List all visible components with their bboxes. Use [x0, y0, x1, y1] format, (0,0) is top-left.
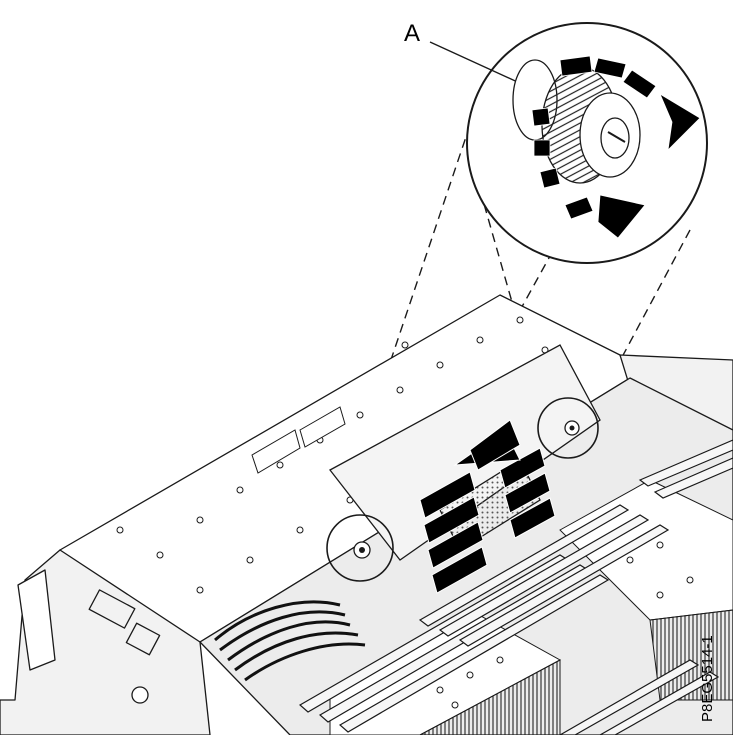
callout-label-a: A [404, 20, 421, 47]
magnified-detail [429, 22, 708, 264]
cable-bundle [214, 600, 366, 682]
dimm-rows [298, 439, 733, 735]
figure-id: P8EG5514-1 [699, 635, 716, 722]
thumbscrew-right[interactable] [537, 397, 599, 459]
thumbscrew-left[interactable] [326, 514, 394, 582]
slide-arrow-icon [419, 419, 556, 594]
clockwise-arrow-icon [531, 55, 701, 239]
cover-labels [251, 406, 346, 474]
